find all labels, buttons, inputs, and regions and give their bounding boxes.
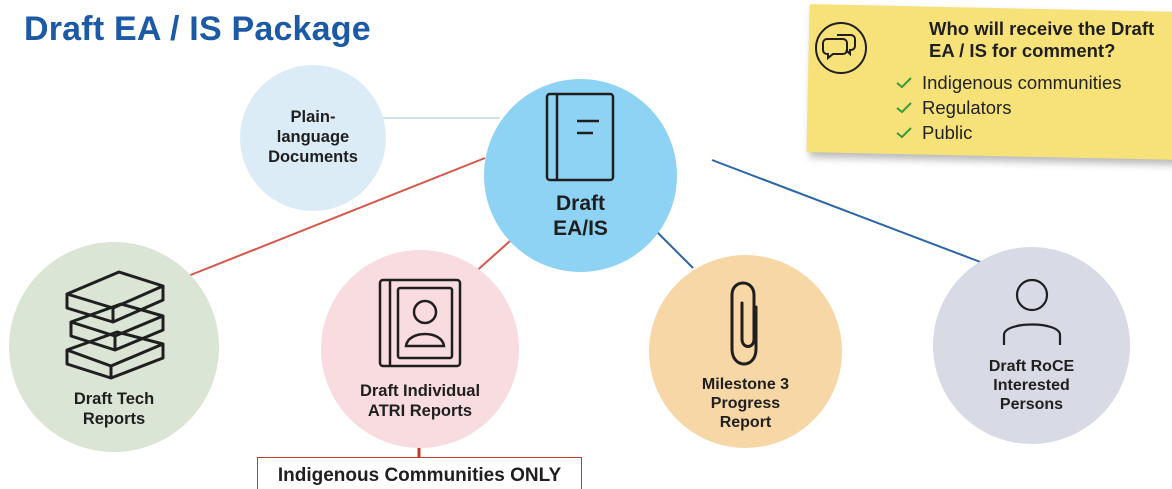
checkmark-icon xyxy=(896,76,912,88)
node-center-label: Draft EA/IS xyxy=(553,192,608,241)
checkmark-icon xyxy=(896,101,912,113)
node-roce-label: Draft RoCE Interested Persons xyxy=(988,358,1075,414)
recipient-label: Public xyxy=(922,121,973,143)
connector-tech-reports xyxy=(187,157,486,277)
node-roce: Draft RoCE Interested Persons xyxy=(933,247,1130,444)
node-milestone-label: Milestone 3 Progress Report xyxy=(701,376,790,432)
node-atri-reports: Draft Individual ATRI Reports xyxy=(321,250,519,448)
node-plain-language-label: Plain- language Documents xyxy=(268,108,358,166)
connector-milestone xyxy=(654,229,694,269)
document-icon xyxy=(543,91,619,183)
node-atri-reports-label: Draft Individual ATRI Reports xyxy=(359,382,481,420)
recipient-item: Public xyxy=(896,120,1122,145)
node-tech-reports-label: Draft Tech Reports xyxy=(73,390,155,428)
indigenous-only-note: Indigenous Communities ONLY xyxy=(257,457,582,489)
callout-question: Who will receive the Draft EA / IS for c… xyxy=(929,18,1155,62)
node-center: Draft EA/IS xyxy=(484,79,677,272)
contact-book-icon xyxy=(372,278,468,368)
chat-bubbles-icon xyxy=(815,22,867,74)
person-icon xyxy=(1000,277,1064,347)
connector-roce xyxy=(711,159,984,264)
recipient-item: Indigenous communities xyxy=(896,70,1122,95)
books-icon xyxy=(59,264,169,382)
recipient-list: Indigenous communities Regulators Public xyxy=(896,70,1122,145)
node-tech-reports: Draft Tech Reports xyxy=(9,242,219,452)
paperclip-icon xyxy=(726,277,766,369)
checkmark-icon xyxy=(896,126,912,138)
page-title: Draft EA / IS Package xyxy=(24,10,371,48)
recipient-label: Regulators xyxy=(922,96,1012,118)
node-milestone: Milestone 3 Progress Report xyxy=(649,255,842,448)
recipient-label: Indigenous communities xyxy=(922,71,1122,93)
node-plain-language: Plain- language Documents xyxy=(240,65,386,211)
recipient-item: Regulators xyxy=(896,95,1122,120)
